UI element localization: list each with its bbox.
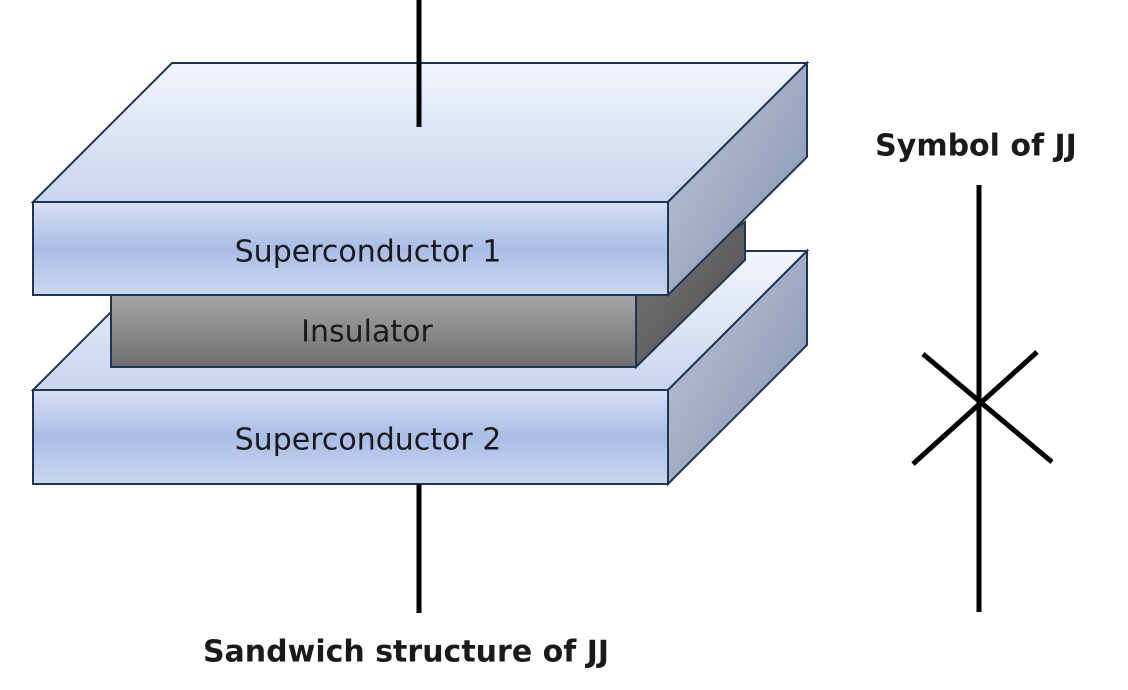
insulator-front-face: [110, 294, 637, 368]
superconductor-2-label: Superconductor 2: [235, 423, 502, 458]
superconductor-1-label: Superconductor 1: [235, 235, 502, 270]
superconductor-2-front-face: [32, 389, 669, 485]
symbol-cross-stroke-2: [911, 350, 1039, 466]
insulator-label: Insulator: [301, 315, 433, 350]
josephson-junction-cross-icon: [911, 185, 1054, 612]
superconductor-1-block: Superconductor 1: [30, 60, 810, 298]
superconductor-1-front-face: [32, 201, 669, 296]
insulator-block: Insulator: [110, 220, 746, 370]
structure-caption: Sandwich structure of JJ: [203, 635, 609, 670]
symbol-title: Symbol of JJ: [875, 129, 1077, 164]
symbol-cross-stroke-1: [921, 352, 1054, 464]
